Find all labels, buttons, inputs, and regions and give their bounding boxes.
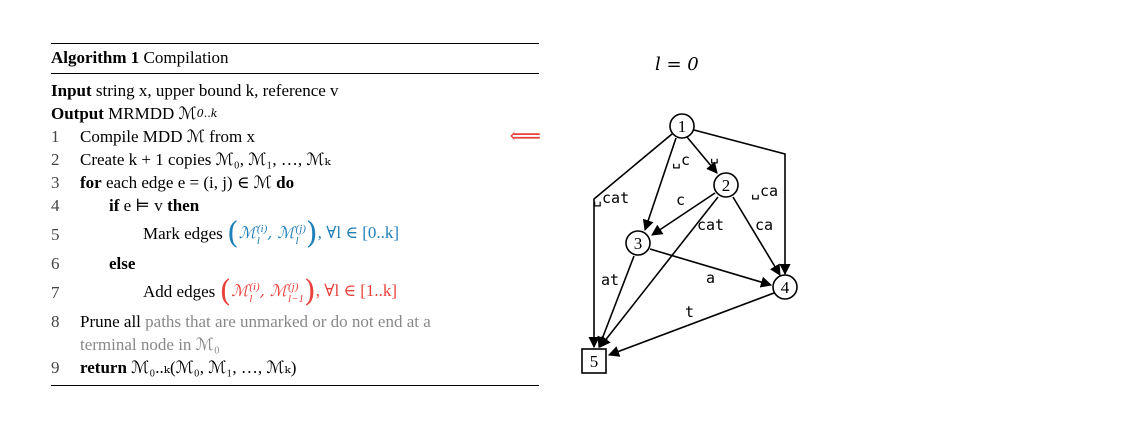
output-text: MRMDD ℳ xyxy=(108,103,197,123)
line-number: 1 xyxy=(51,126,60,146)
line-number: 4 xyxy=(51,195,60,215)
algorithm-line: 8 Prune all paths that are unmarked or d… xyxy=(51,310,539,333)
node-1 xyxy=(669,113,695,139)
edge-label: ␣c xyxy=(672,151,690,169)
algorithm-line: 4 if e ⊨ v then xyxy=(51,194,539,217)
edge-label: ␣ca xyxy=(751,182,778,200)
input-line: Input string x, upper bound k, reference… xyxy=(51,79,539,102)
input-text: string x, upper bound k, reference v xyxy=(95,80,339,100)
prune-keyword: Prune all xyxy=(80,311,141,331)
edge-1-4 xyxy=(693,129,791,276)
mark-range: , ∀l ∈ [0..k] xyxy=(317,223,400,243)
algorithm-line: 3 for each edge e = (i, j) ∈ ℳ do xyxy=(51,171,539,194)
algorithm-line: 7 Add edges (ℳ(i)l, ℳ(j)l−1), ∀l ∈ [1..k… xyxy=(51,275,539,310)
line-number: 2 xyxy=(51,149,60,169)
line-number: 6 xyxy=(51,253,60,273)
node-5 xyxy=(581,348,607,374)
edge-1-3 xyxy=(642,137,677,232)
output-sub: 0..k xyxy=(196,107,218,120)
edge-1-2 xyxy=(686,136,718,174)
edge-label: c xyxy=(676,191,685,209)
algorithm-label: Algorithm 1 xyxy=(51,48,140,67)
edge-3-4 xyxy=(649,248,773,288)
line-text: if e ⊨ v then xyxy=(80,196,539,216)
edge-2-3 xyxy=(651,192,716,236)
else-keyword: else xyxy=(109,253,136,273)
algorithm-line: 9 return ℳ₀..ₖ(ℳ₀, ℳ₁, …, ℳₖ) xyxy=(51,356,539,379)
line-number: 3 xyxy=(51,172,60,192)
algorithm-title: Compilation xyxy=(143,48,229,67)
mdd-graph: ␣c ␣ ␣cat c ␣ca cat ca at a t 1 2 3 4 5 xyxy=(581,113,798,374)
line-text: Prune all paths that are unmarked or do … xyxy=(80,312,539,332)
algorithm-line: 6 else xyxy=(51,252,539,275)
output-keyword: Output xyxy=(51,103,104,123)
algorithm-header: Algorithm 1 Compilation xyxy=(51,44,539,73)
line-number: 9 xyxy=(51,357,60,377)
line-text: return ℳ₀..ₖ(ℳ₀, ℳ₁, …, ℳₖ) xyxy=(80,358,539,378)
prune-text-continued: terminal node in ℳ₀ xyxy=(80,334,220,354)
line-number: 5 xyxy=(51,224,60,244)
if-keyword: if xyxy=(109,195,120,215)
edge-label: ␣cat xyxy=(593,189,629,207)
node-label: 1 xyxy=(678,117,687,136)
if-text: e ⊨ v xyxy=(123,195,163,215)
mark-text: Mark edges xyxy=(143,223,223,243)
return-text: ℳ₀..ₖ(ℳ₀, ℳ₁, …, ℳₖ) xyxy=(131,357,297,377)
for-keyword: for xyxy=(80,172,102,192)
edge-label: a xyxy=(706,269,715,287)
header-rule xyxy=(51,73,539,74)
node-label: 2 xyxy=(722,176,731,195)
edge-2-5 xyxy=(599,196,719,348)
line-text: Add edges (ℳ(i)l, ℳ(j)l−1), ∀l ∈ [1..k] xyxy=(80,274,539,310)
add-pair: (ℳ(i)l, ℳ(j)l−1), ∀l ∈ [1..k] xyxy=(219,274,398,310)
return-keyword: return xyxy=(80,357,127,377)
edge-label: at xyxy=(601,271,619,289)
line-text: Create k + 1 copies ℳ₀, ℳ₁, …, ℳₖ xyxy=(80,149,331,169)
top-rule xyxy=(51,43,539,44)
node-label: 3 xyxy=(634,234,643,253)
highlight-arrow-icon: ⟸ xyxy=(509,123,541,148)
prune-text: paths that are unmarked or do not end at… xyxy=(145,311,431,331)
edge-label: ␣ xyxy=(710,146,719,164)
input-keyword: Input xyxy=(51,80,92,100)
node-4 xyxy=(772,274,798,300)
algorithm-block: Algorithm 1 Compilation Input string x, … xyxy=(51,43,541,386)
edge-label: cat xyxy=(697,216,724,234)
do-keyword: do xyxy=(276,172,295,192)
line-text: Compile MDD ℳ from x xyxy=(80,126,255,146)
then-keyword: then xyxy=(167,195,200,215)
edge-1-5 xyxy=(588,133,673,349)
node-label: 5 xyxy=(590,352,599,371)
line-number: 7 xyxy=(51,282,60,302)
node-3 xyxy=(625,230,651,256)
line-text: else xyxy=(80,254,539,274)
algorithm-line: 1 Compile MDD ℳ from x ⟸ xyxy=(51,123,541,148)
node-2 xyxy=(713,172,739,198)
bottom-rule xyxy=(51,385,539,386)
algorithm-body: Input string x, upper bound k, reference… xyxy=(51,74,541,379)
mark-pair: (ℳ(i)l, ℳ(j)l), ∀l ∈ [0..k] xyxy=(227,216,400,252)
add-range: , ∀l ∈ [1..k] xyxy=(315,281,398,301)
algorithm-line-continued: terminal node in ℳ₀ xyxy=(51,333,539,356)
line-number: 8 xyxy=(51,311,60,331)
algorithm-line: 5 Mark edges (ℳ(i)l, ℳ(j)l), ∀l ∈ [0..k] xyxy=(51,217,539,252)
add-text: Add edges xyxy=(143,281,216,301)
graph-title: l = 0 xyxy=(655,54,699,75)
edge-4-5 xyxy=(607,292,775,357)
algorithm-line: 2 Create k + 1 copies ℳ₀, ℳ₁, …, ℳₖ xyxy=(51,148,539,171)
for-text: each edge e = (i, j) ∈ ℳ xyxy=(105,172,272,192)
edge-label: ca xyxy=(755,216,773,234)
line-text: for each edge e = (i, j) ∈ ℳ do xyxy=(80,173,539,193)
edge-label: t xyxy=(685,303,694,321)
edge-3-5 xyxy=(597,255,635,349)
node-label: 4 xyxy=(781,278,790,297)
edge-2-4 xyxy=(732,196,781,276)
line-text: Mark edges (ℳ(i)l, ℳ(j)l), ∀l ∈ [0..k] xyxy=(80,216,539,252)
